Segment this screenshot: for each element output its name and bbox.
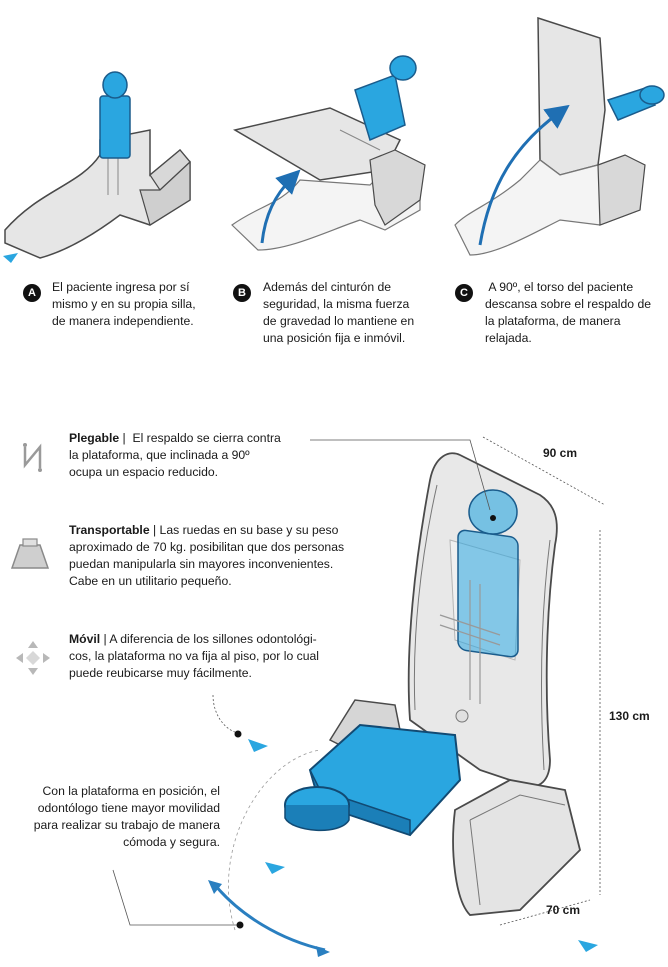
dimension-width: 70 cm <box>546 903 581 917</box>
feature-separator: | <box>149 523 160 537</box>
step-c-text: A 90º, el torso del paciente descansa so… <box>485 280 655 345</box>
main-chair-illustration <box>284 452 581 916</box>
step-c-illustration <box>454 16 665 256</box>
step-a-text: El paciente ingresa por sí mismo y en su… <box>52 280 196 328</box>
dentist-note: Con la plataforma en posición, el odontó… <box>33 784 220 849</box>
feature-title: Plegable <box>69 431 120 445</box>
feature-separator: | <box>100 632 110 646</box>
move-icon <box>16 641 50 675</box>
fold-icon <box>23 443 42 472</box>
feature-separator: | <box>119 431 133 445</box>
step-b-illustration <box>231 55 426 251</box>
step-a-badge: A <box>23 284 41 302</box>
direction-arrow-icon <box>3 253 18 263</box>
weight-icon <box>10 538 50 569</box>
step-b-text: Además del cinturón de seguridad, la mis… <box>263 280 415 345</box>
feature-text: El respaldo se cierra contra la platafor… <box>69 431 281 479</box>
dimension-depth: 90 cm <box>543 446 578 460</box>
feature-transportable: Transportable | Las ruedas en su base y … <box>69 522 349 590</box>
step-c-badge: C <box>455 284 473 302</box>
feature-text: A diferencia de los sillones odontológi-… <box>69 632 319 680</box>
step-b-badge: B <box>233 284 251 302</box>
movement-arrows <box>208 739 598 957</box>
step-a-illustration <box>3 71 191 263</box>
dimension-height: 130 cm <box>609 709 650 723</box>
feature-title: Móvil <box>69 632 101 646</box>
feature-plegable: Plegable | El respaldo se cierra contra … <box>69 430 284 481</box>
feature-movil: Móvil | A diferencia de los sillones odo… <box>69 631 334 682</box>
feature-text: Las ruedas en su base y su peso aproxima… <box>69 523 345 588</box>
feature-title: Transportable <box>69 523 150 537</box>
